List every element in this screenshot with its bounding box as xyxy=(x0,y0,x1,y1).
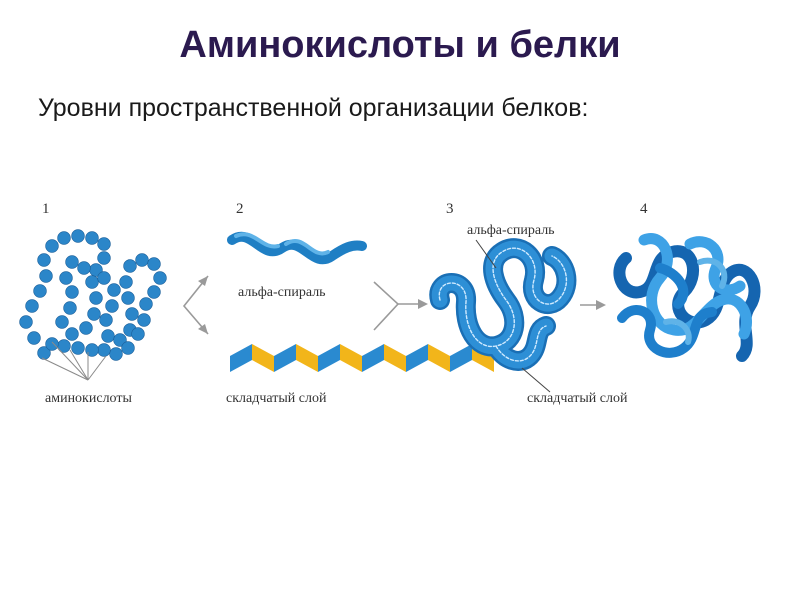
amino-acid-bead xyxy=(59,271,73,285)
amino-acid-bead xyxy=(87,307,101,321)
amino-acid-bead xyxy=(139,297,153,311)
amino-acid-bead xyxy=(121,341,135,355)
amino-acid-bead xyxy=(79,321,93,335)
stage-number-1: 1 xyxy=(42,201,50,217)
slide-title: Аминокислоты и белки xyxy=(179,24,621,66)
amino-acid-bead xyxy=(137,313,151,327)
amino-acid-bead xyxy=(109,347,123,361)
amino-acid-bead xyxy=(85,275,99,289)
amino-acid-bead xyxy=(97,271,111,285)
amino-acid-bead xyxy=(85,343,99,357)
label-amino-acids: аминокислоты xyxy=(45,391,132,406)
amino-acid-bead xyxy=(113,333,127,347)
label-alpha-helix-tertiary: альфа-спираль xyxy=(467,223,555,238)
amino-acid-bead xyxy=(121,291,135,305)
stage-number-2: 2 xyxy=(236,201,244,217)
label-alpha-helix-secondary: альфа-спираль xyxy=(238,285,326,300)
amino-acid-bead xyxy=(89,291,103,305)
amino-acid-bead xyxy=(63,301,77,315)
label-beta-sheet-tertiary: складчатый слой xyxy=(527,391,628,406)
amino-acid-bead xyxy=(119,275,133,289)
arrow-to-tertiary xyxy=(373,281,428,331)
beta-sheet-segment xyxy=(384,344,406,372)
beta-sheet-segment xyxy=(362,344,384,372)
tertiary-structure xyxy=(429,238,577,371)
amino-acid-bead xyxy=(71,341,85,355)
amino-acid-bead xyxy=(107,283,121,297)
amino-acid-bead xyxy=(65,327,79,341)
alpha-helix-ribbon xyxy=(227,231,367,265)
amino-acid-bead xyxy=(27,331,41,345)
amino-acid-bead xyxy=(65,285,79,299)
amino-acid-bead xyxy=(77,261,91,275)
amino-acid-bead xyxy=(125,307,139,321)
amino-acid-bead xyxy=(99,313,113,327)
amino-acid-bead xyxy=(123,259,137,273)
beta-sheet-segment xyxy=(406,344,428,372)
beta-sheet-segment xyxy=(318,344,340,372)
amino-acid-bead xyxy=(19,315,33,329)
amino-acid-bead xyxy=(57,231,71,245)
amino-acid-bead xyxy=(37,253,51,267)
amino-acid-bead xyxy=(147,257,161,271)
amino-acid-bead xyxy=(33,284,47,298)
amino-acid-bead xyxy=(147,285,161,299)
stage-number-3: 3 xyxy=(446,201,454,217)
amino-acid-bead xyxy=(101,329,115,343)
beta-sheet-segment xyxy=(230,344,252,372)
amino-acid-bead xyxy=(97,343,111,357)
beta-sheet-segment xyxy=(428,344,450,372)
amino-acid-bead xyxy=(131,327,145,341)
amino-acid-bead xyxy=(153,271,167,285)
beta-sheet-segment xyxy=(296,344,318,372)
amino-acid-bead xyxy=(85,231,99,245)
beta-sheet-segment xyxy=(450,344,472,372)
tertiary-pointer-lines xyxy=(475,239,551,393)
beta-sheet-segment xyxy=(252,344,274,372)
beta-sheet-ribbon xyxy=(230,344,494,372)
amino-acid-bead xyxy=(39,269,53,283)
arrow-to-secondary xyxy=(182,275,209,335)
amino-acid-bead xyxy=(65,255,79,269)
quaternary-structure xyxy=(613,233,761,362)
amino-acid-pointer-lines xyxy=(41,341,107,381)
beta-sheet-segment xyxy=(340,344,362,372)
beta-sheet-segment xyxy=(274,344,296,372)
arrow-to-quaternary xyxy=(580,300,606,310)
slide-subtitle: Уровни пространственной организации белк… xyxy=(38,94,589,122)
amino-acid-bead xyxy=(71,229,85,243)
amino-acid-bead xyxy=(55,315,69,329)
amino-acid-bead xyxy=(45,239,59,253)
amino-acid-bead xyxy=(135,253,149,267)
label-beta-sheet-secondary: складчатый слой xyxy=(226,391,327,406)
amino-acid-bead xyxy=(97,237,111,251)
stage-number-4: 4 xyxy=(640,201,648,217)
amino-acid-bead xyxy=(105,299,119,313)
primary-structure-beads xyxy=(19,229,167,361)
amino-acid-bead xyxy=(45,337,59,351)
amino-acid-bead xyxy=(97,251,111,265)
amino-acid-bead xyxy=(25,299,39,313)
